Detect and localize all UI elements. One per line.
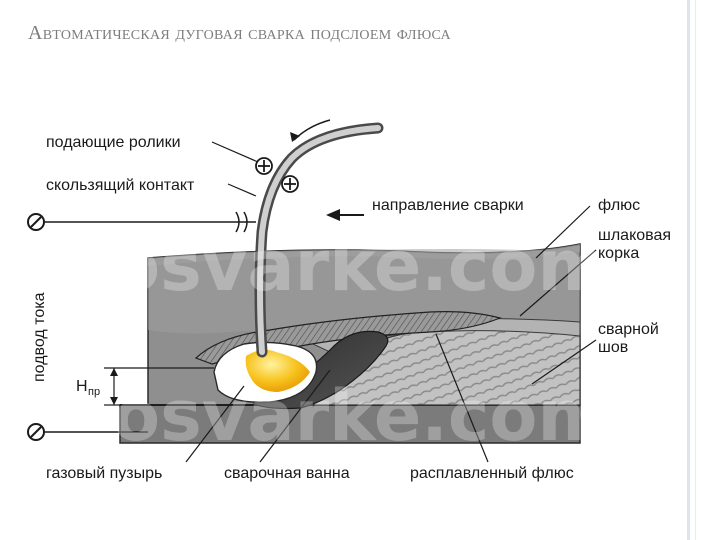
feed-roller-icon: [255, 157, 299, 193]
electrode-wire: [254, 122, 384, 358]
label-current-supply: подвод тока: [31, 292, 48, 382]
label-feed-rollers: подающие ролики: [46, 134, 181, 151]
slide-border-inner: [695, 0, 696, 540]
label-molten-flux: расплавленный флюс: [410, 465, 574, 482]
label-gas-bubble: газовый пузырь: [46, 465, 162, 482]
label-weld-seam-2: шов: [598, 339, 628, 356]
slide-border: [687, 0, 690, 540]
watermark-bottom: osvarke.com: [112, 375, 610, 457]
leader-lines: [185, 141, 597, 463]
label-slag-crust-1: шлаковая: [598, 227, 671, 244]
label-penetration-h: H: [76, 378, 88, 395]
current-supply-wires: [44, 211, 256, 433]
terminal-icon-bottom: [27, 423, 45, 441]
label-sliding-contact: скользящий контакт: [46, 177, 195, 194]
welding-arc: [245, 349, 310, 392]
label-penetration-sub: пр: [88, 386, 100, 398]
label-flux: флюс: [598, 197, 640, 214]
slide-title: Автоматическая дуговая сварка подслоем ф…: [28, 22, 451, 44]
feed-roller-arrow: [290, 119, 331, 142]
watermark-top: osvarke.com: [112, 225, 610, 307]
welding-direction-arrow: [326, 209, 364, 221]
terminal-icon-top: [27, 213, 45, 231]
label-weld-pool: сварочная ванна: [224, 465, 350, 482]
label-weld-seam-1: сварной: [598, 321, 659, 338]
penetration-dimension: [104, 367, 214, 406]
label-slag-crust-2: корка: [598, 245, 639, 262]
label-welding-direction: направление сварки: [372, 197, 524, 214]
